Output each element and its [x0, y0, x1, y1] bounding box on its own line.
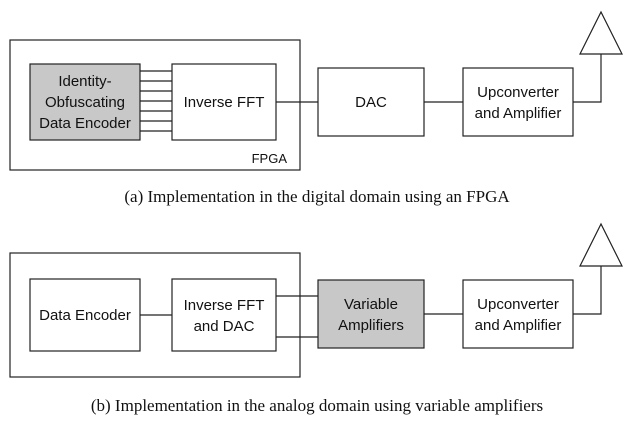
caption-a: (a) Implementation in the digital domain… [124, 187, 510, 206]
encoder-label-line3: Data Encoder [39, 115, 131, 132]
panel-a: Identity- Obfuscating Data Encoder Inver… [9, 10, 623, 206]
variable-amplifiers-block [317, 279, 425, 349]
upconverter-block-a [462, 67, 574, 137]
dac-block [317, 67, 425, 137]
amp-label-line2: Amplifiers [338, 317, 404, 334]
data-encoder-block [29, 278, 141, 352]
antenna-icon-b [579, 222, 623, 267]
antenna-icon-a [579, 10, 623, 55]
identity-obfuscating-encoder-block [29, 63, 141, 141]
parallel-bus-wires [140, 70, 172, 132]
analog-boundary [9, 252, 301, 378]
amp-label-line1: Variable [344, 296, 398, 313]
encoder-label-line2: Obfuscating [45, 94, 125, 111]
caption-b: (b) Implementation in the analog domain … [91, 396, 543, 415]
upconverter-b-label-line1: Upconverter [477, 296, 559, 313]
fpga-boundary [9, 39, 301, 171]
encoder-label-line1: Identity- [58, 73, 111, 90]
fft-dac-label-line2: and DAC [194, 318, 255, 335]
upconverter-b-label-line2: and Amplifier [475, 317, 562, 334]
upconverter-to-antenna-wire-a [573, 54, 602, 103]
upconverter-block-b [462, 279, 574, 349]
inverse-fft-block [171, 63, 277, 141]
inverse-fft-label: Inverse FFT [184, 94, 265, 111]
fpga-label: FPGA [252, 151, 288, 166]
upconverter-a-label-line2: and Amplifier [475, 105, 562, 122]
dac-label: DAC [355, 94, 387, 111]
fft-dac-label-line1: Inverse FFT [184, 297, 265, 314]
upconverter-a-label-line1: Upconverter [477, 84, 559, 101]
upconverter-to-antenna-wire-b [573, 266, 602, 315]
data-encoder-label: Data Encoder [39, 307, 131, 324]
inverse-fft-dac-block [171, 278, 277, 352]
panel-b: Data Encoder Inverse FFT and DAC Variabl… [9, 222, 623, 415]
